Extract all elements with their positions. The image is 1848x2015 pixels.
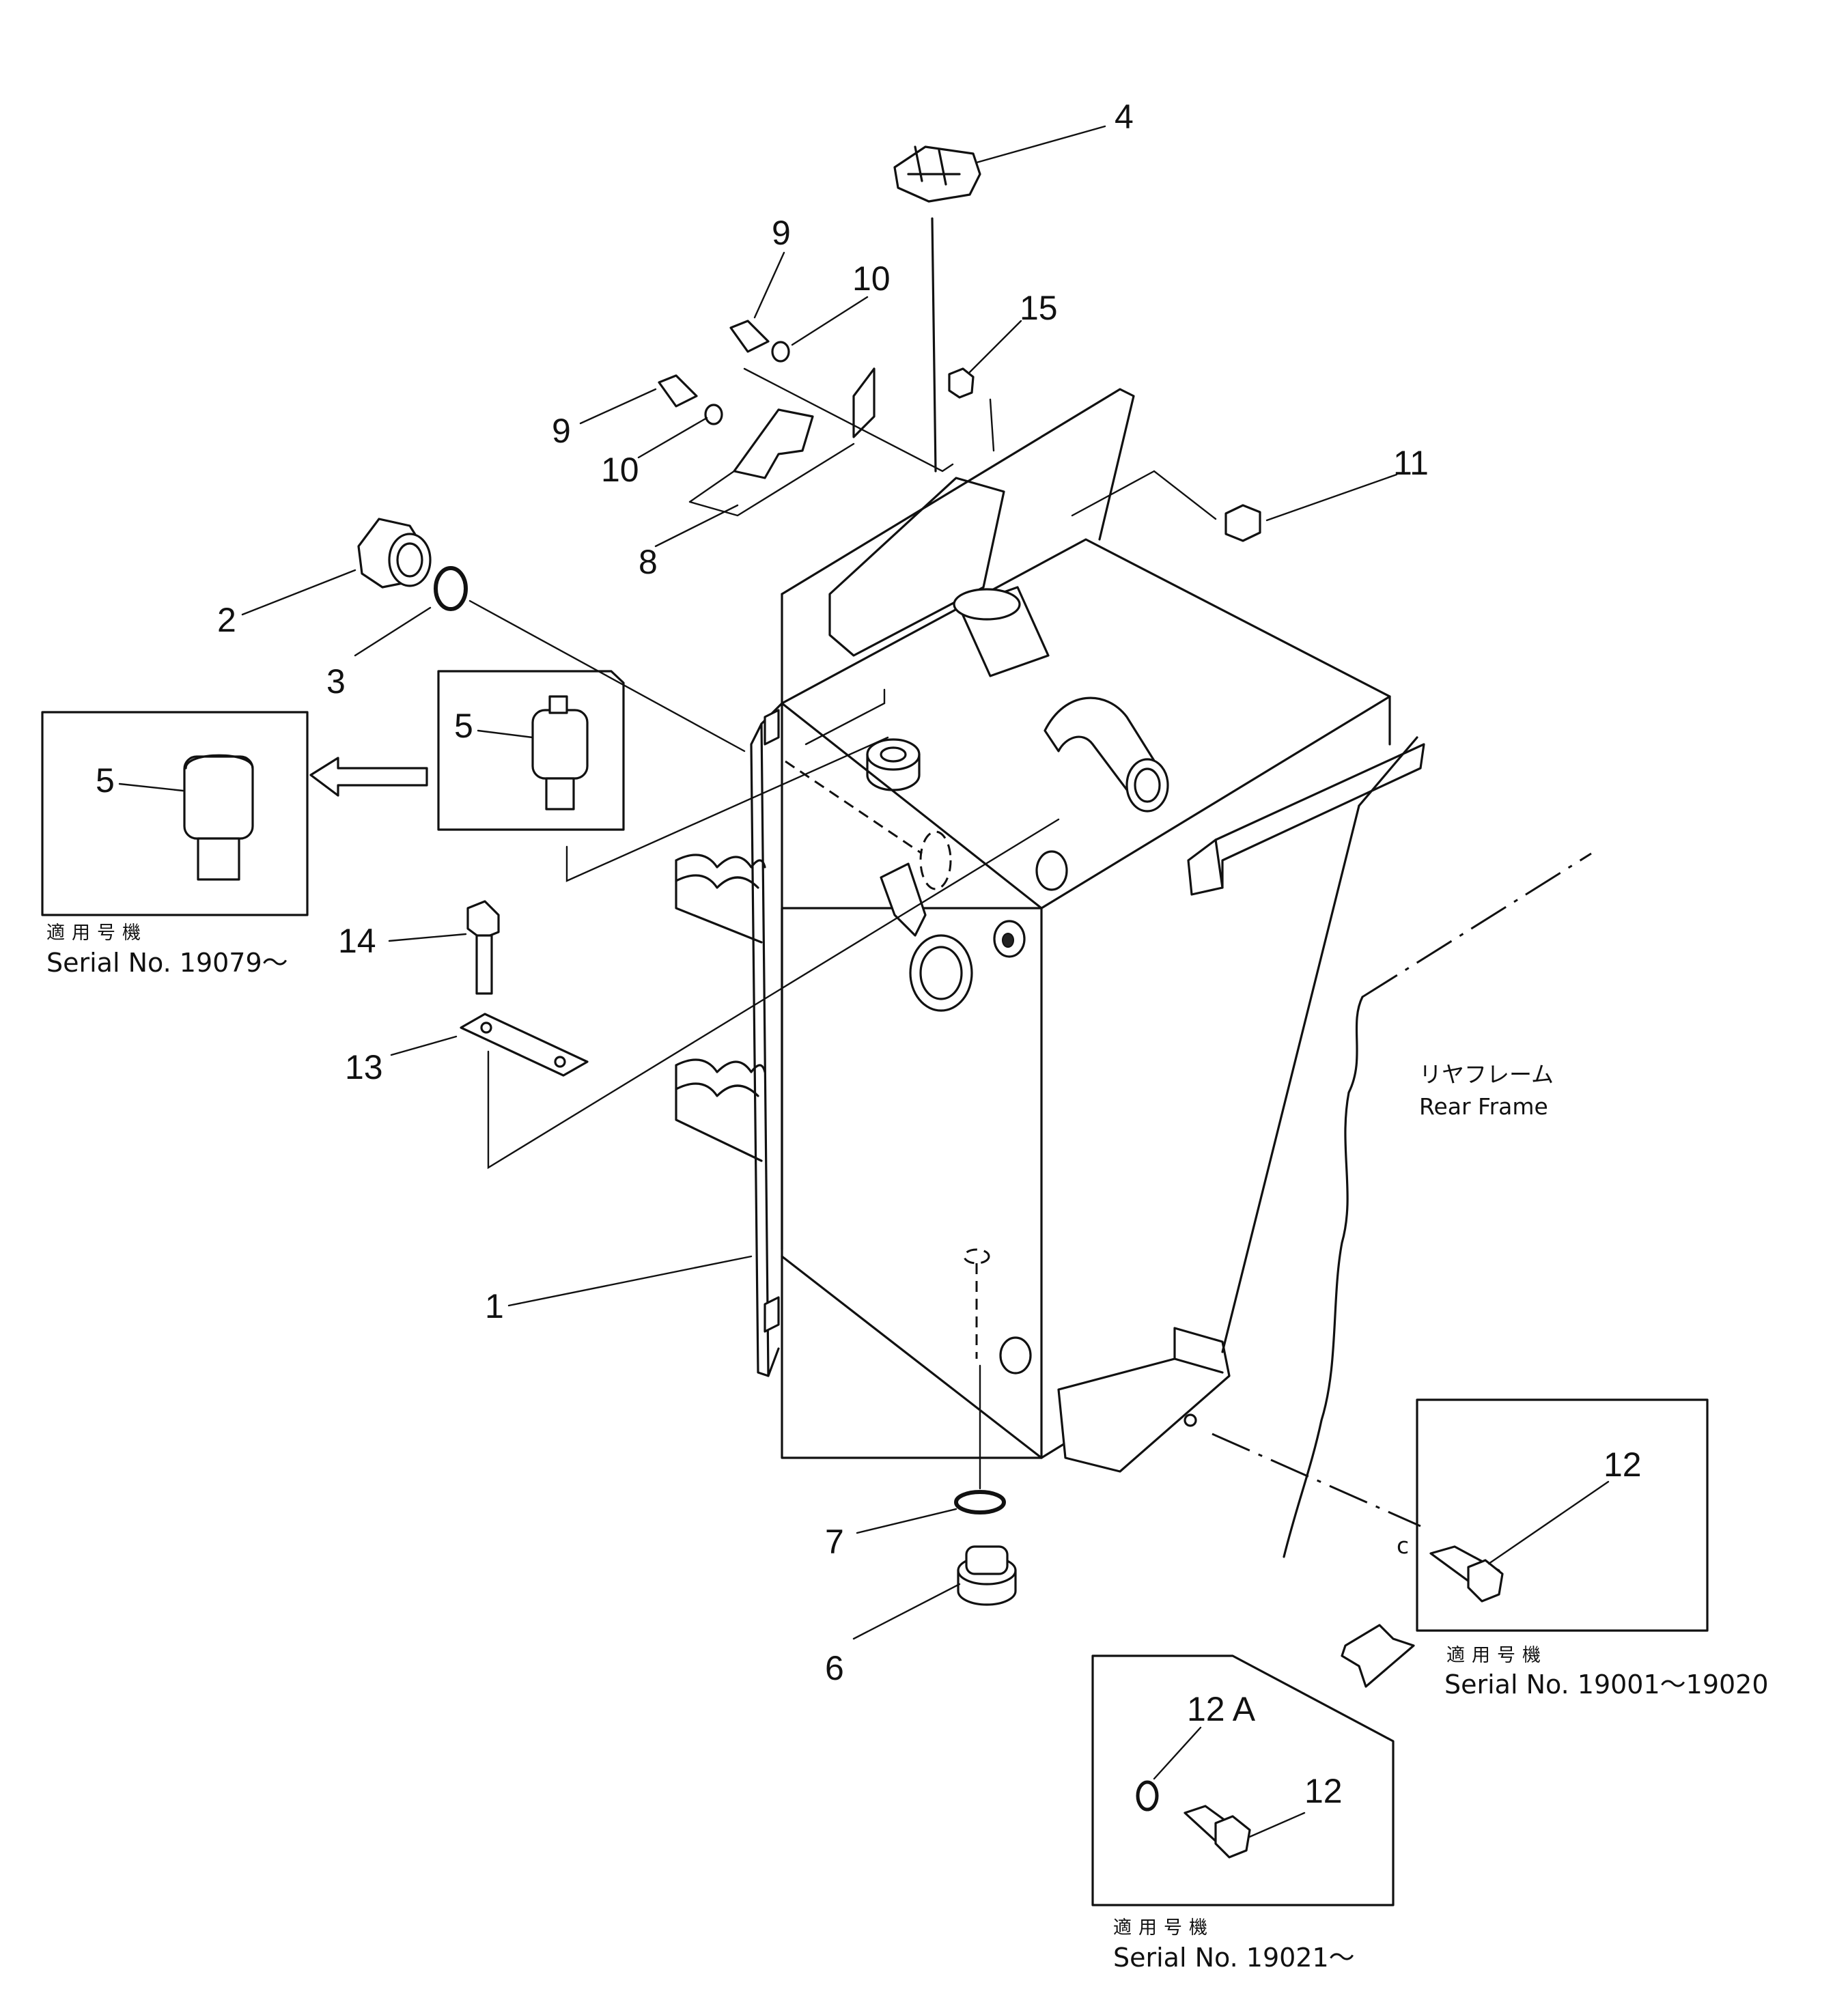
nut-part-15 [948, 367, 975, 399]
callout-14: 14 [338, 922, 376, 960]
callout-10-mid: 10 [601, 451, 639, 489]
callout-9-mid: 9 [552, 412, 571, 450]
callout-3: 3 [326, 662, 346, 701]
bolt-part-14 [466, 900, 500, 995]
callout-6: 6 [825, 1649, 844, 1687]
plate-part-8 [688, 367, 876, 517]
rear-frame-label-jp: リヤフレーム [1419, 1061, 1554, 1088]
washer-part-10 [771, 341, 790, 363]
o-ring-part-3 [434, 566, 468, 611]
inset-right-bottom-serial: Serial No. 19021～ [1113, 1943, 1355, 1973]
callout-2: 2 [217, 601, 236, 639]
inset-right-top [1416, 1398, 1709, 1632]
callout-15: 15 [1020, 289, 1058, 327]
sensor-part-5 [531, 695, 589, 811]
inset-right-bottom-applicable: 適用号機 [1113, 1917, 1214, 1939]
inset-right-top-serial: Serial No. 19001～19020 [1444, 1669, 1769, 1700]
callout-12-top: 12 [1604, 1446, 1642, 1484]
breather-part-2 [357, 518, 432, 589]
inset-left-serial: Serial No. 19079～ [46, 948, 288, 978]
filler-cap-part-4 [893, 145, 981, 473]
callout-7: 7 [825, 1523, 844, 1561]
rear-frame-label-en: Rear Frame [1419, 1093, 1548, 1120]
o-ring-part-7 [954, 1490, 1006, 1514]
plate-part-13 [460, 1013, 589, 1077]
callout-13: 13 [345, 1048, 383, 1086]
callout-9-top: 9 [772, 214, 791, 252]
callout-12a: 12 A [1187, 1690, 1256, 1728]
inset-left [41, 711, 428, 916]
drain-plug-part-6 [957, 1545, 1017, 1606]
callout-8: 8 [639, 543, 658, 581]
inset-left-applicable: 適用号機 [46, 922, 148, 944]
inset-main-sensor [437, 670, 625, 831]
bolt-part-9 [658, 320, 770, 408]
inset-right-top-applicable: 適用号機 [1446, 1645, 1548, 1666]
inset-right-bottom [1091, 1624, 1415, 1906]
callout-5-main: 5 [454, 707, 473, 745]
tank-body [675, 388, 1592, 1558]
nut-part-11 [1224, 504, 1261, 542]
callout-10-top: 10 [852, 259, 891, 298]
leader-lines [118, 125, 1610, 1838]
callout-4: 4 [1115, 98, 1134, 136]
callout-1: 1 [485, 1287, 504, 1325]
callout-11: 11 [1393, 444, 1429, 482]
callout-12-bottom: 12 [1304, 1772, 1343, 1810]
callout-c-mark: c [1397, 1532, 1409, 1559]
callout-5-inset: 5 [96, 761, 115, 800]
